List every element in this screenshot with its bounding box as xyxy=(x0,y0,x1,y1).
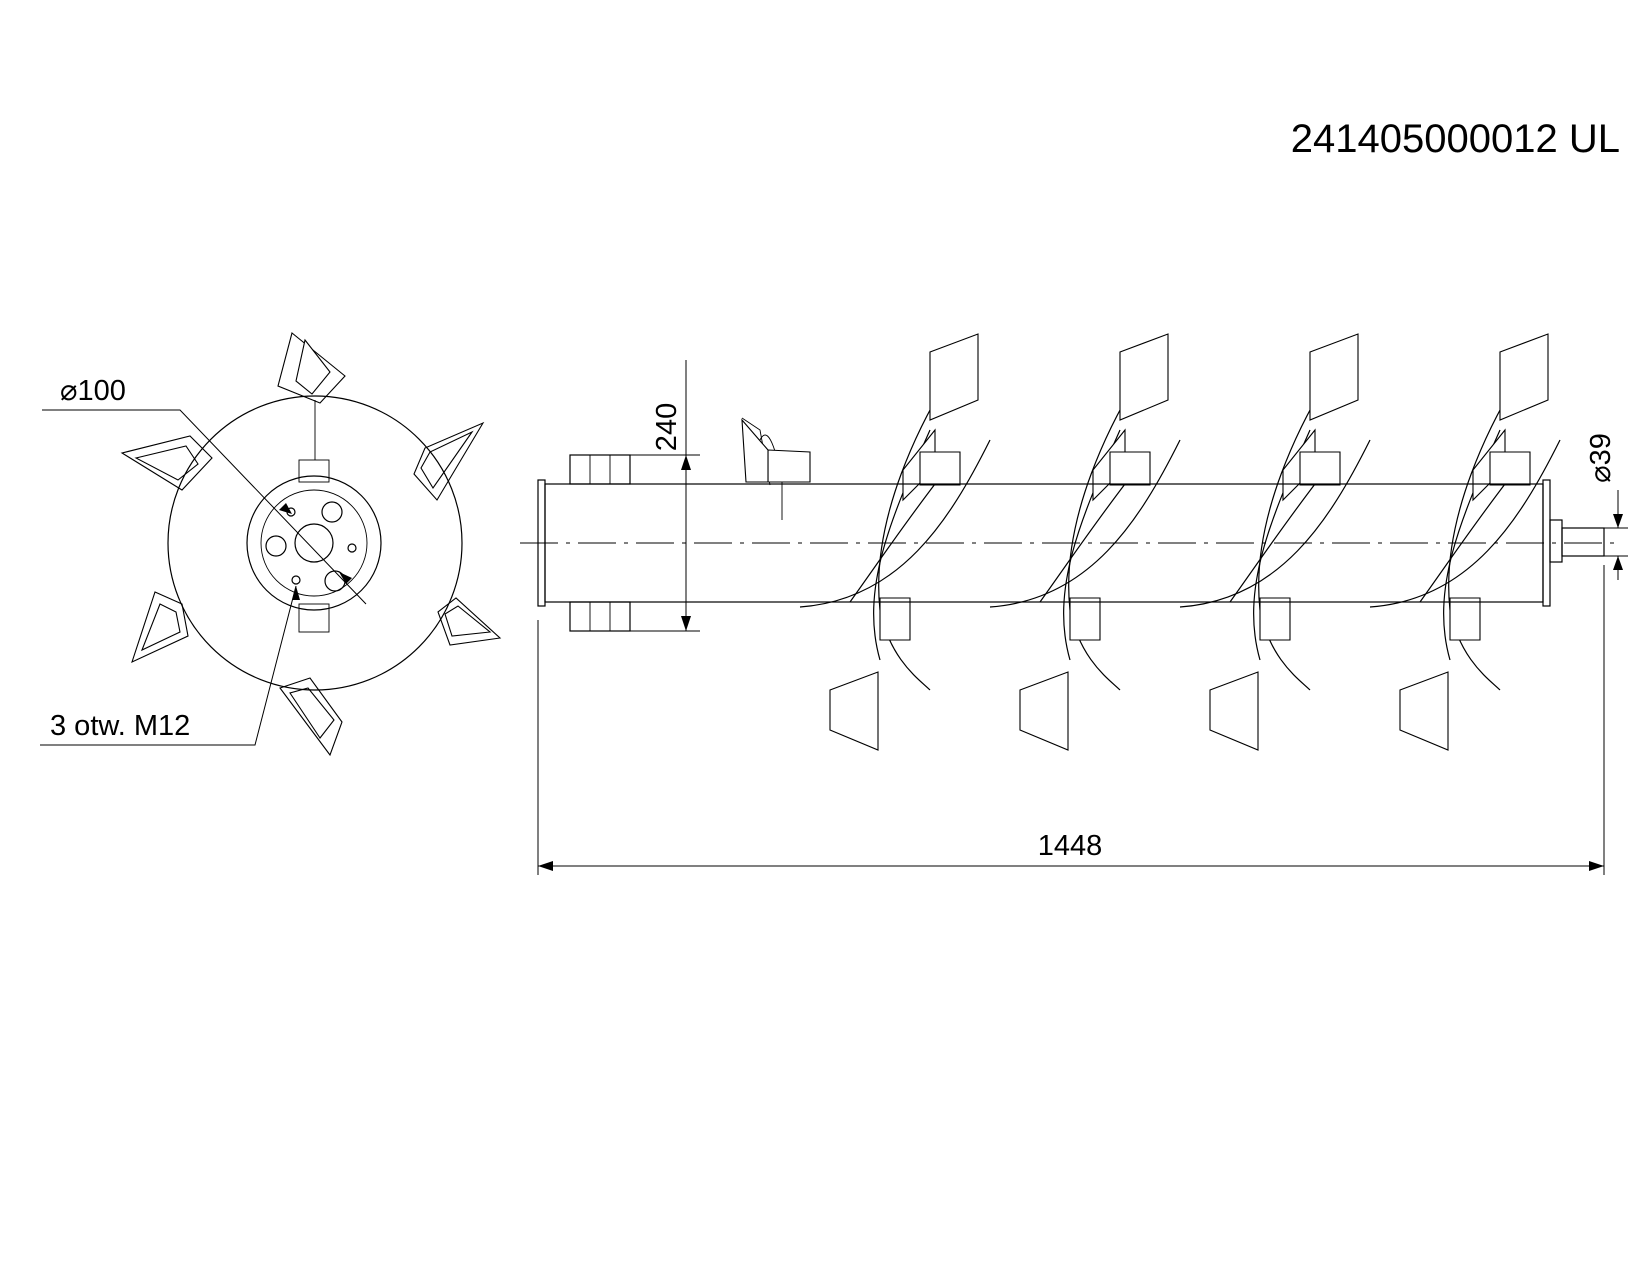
end-view-disc xyxy=(167,395,463,691)
side-view xyxy=(520,333,1615,751)
shaft-diameter-label: ⌀39 xyxy=(1585,433,1617,483)
shaft-bore xyxy=(294,523,334,563)
dimensions: 240 ⌀39 1448 xyxy=(537,360,1628,875)
part-number: 241405000012 UL xyxy=(1291,117,1620,161)
overall-length: 1448 xyxy=(1038,830,1103,862)
upper-paddles xyxy=(902,333,1549,502)
end-view-flange xyxy=(246,475,382,611)
helix-flights xyxy=(799,359,1561,691)
end-view: ⌀100 3 otw. M12 xyxy=(40,332,502,757)
lower-paddles xyxy=(829,597,1481,751)
stub-shaft xyxy=(1561,527,1605,557)
end-view-paddles xyxy=(120,332,502,757)
flange-diameter-label: ⌀100 xyxy=(60,375,126,407)
auger-flights xyxy=(741,417,811,520)
height-dimension: 240 xyxy=(651,403,683,451)
holes-label: 3 otw. M12 xyxy=(50,710,190,742)
